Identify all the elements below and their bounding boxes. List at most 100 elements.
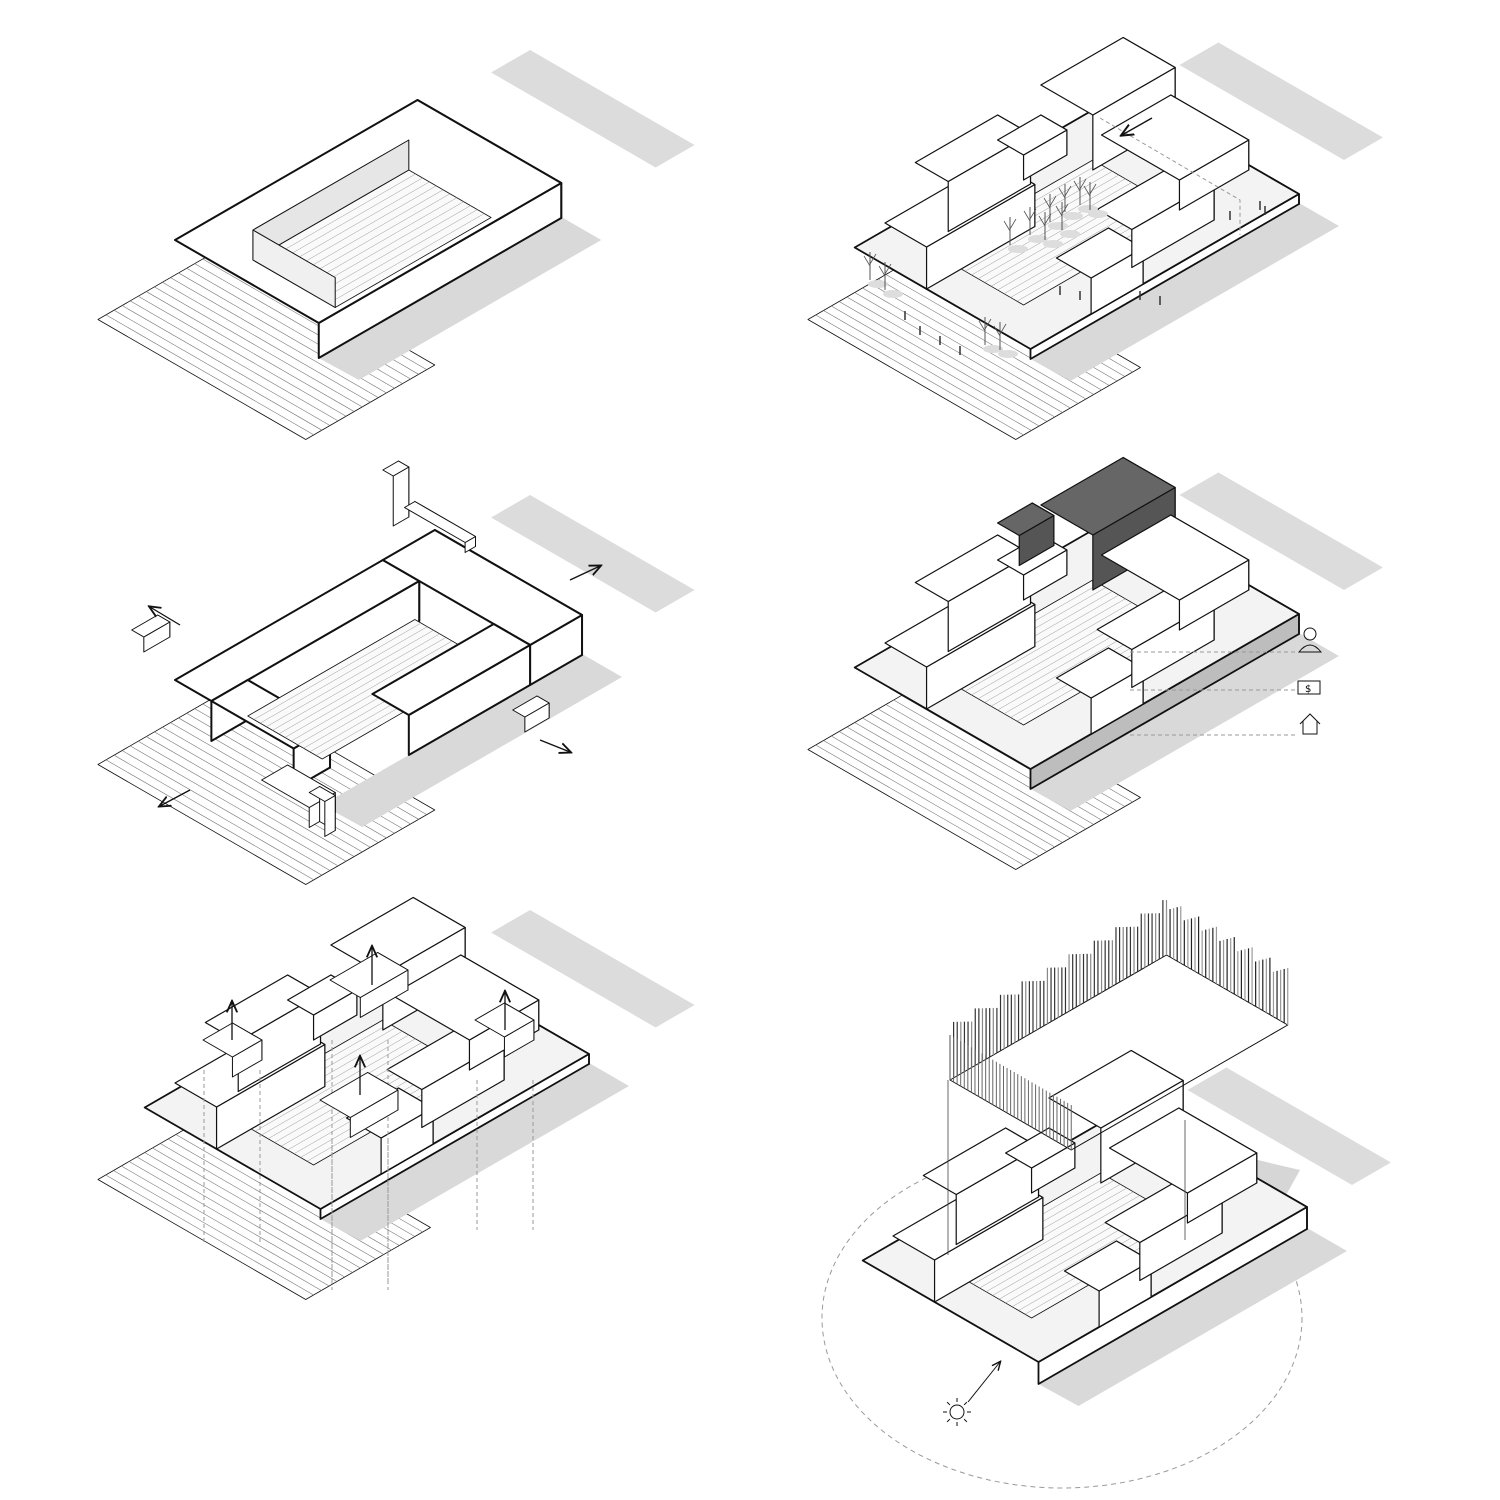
tree-branch	[993, 325, 1001, 337]
block-top-face	[1048, 1049, 1184, 1129]
extracted-block	[512, 695, 550, 733]
tree-shadow	[1048, 222, 1068, 230]
block-top-face	[371, 623, 532, 716]
ground-hatch-line	[862, 287, 1071, 409]
tree-branch	[1003, 220, 1011, 232]
tree-branch	[1023, 210, 1031, 222]
courtyard-hatch-line	[328, 213, 485, 304]
tree-branch	[984, 318, 992, 330]
tree-icon	[1038, 212, 1063, 248]
ground-hatch-line	[146, 736, 355, 857]
block-top-face	[512, 695, 550, 718]
tree-branch	[1038, 215, 1046, 227]
ground-hatch-line	[138, 740, 347, 862]
ground-hatch-line	[160, 1143, 369, 1264]
lifted-block	[319, 1072, 399, 1138]
ground-hatch-line	[846, 726, 1055, 848]
house-shape	[1299, 713, 1321, 735]
tree-branch	[978, 320, 986, 332]
sun-disc	[949, 1404, 965, 1420]
building-block-C	[1004, 1127, 1076, 1194]
block-top-face	[381, 529, 584, 646]
entry-arrow	[1122, 117, 1153, 135]
ground-hatch-line	[113, 309, 323, 431]
road-strip	[491, 910, 695, 1028]
ground-hatch-line	[152, 1147, 361, 1269]
tree-icon	[1023, 207, 1048, 243]
move-arrow	[569, 566, 600, 581]
extracted-block	[382, 460, 410, 527]
building-block-G	[1063, 1240, 1152, 1328]
block-top-face	[1040, 36, 1176, 116]
cast-shadow	[318, 135, 602, 380]
ground-hatch-line	[121, 750, 331, 871]
ground-hatch-line	[136, 1156, 345, 1278]
block-top-face	[1004, 1127, 1076, 1169]
block-top-face	[382, 460, 410, 477]
courtyard-hatch-line	[266, 630, 434, 727]
cast-shadow	[1030, 532, 1339, 811]
courtyard-inner-wall	[252, 229, 336, 308]
block-top-face	[1108, 1107, 1258, 1194]
ground-hatch-line	[121, 1165, 330, 1287]
tree-shadow	[883, 290, 903, 298]
block-top-face	[131, 614, 171, 638]
ground-hatch-line	[130, 300, 339, 422]
courtyard-hatch-line	[979, 1195, 1140, 1289]
courtyard-hatch-line	[272, 633, 440, 731]
tree-branch	[863, 255, 871, 267]
courtyard-hatch-line	[964, 598, 1126, 692]
tree-icon	[878, 262, 903, 298]
building-block-E	[1100, 94, 1250, 211]
panel-massing-block	[97, 50, 695, 440]
road-strip	[491, 495, 695, 613]
road-strip	[491, 50, 695, 168]
extracted-block	[131, 614, 171, 653]
sun-ray	[946, 1401, 951, 1406]
ground-hatch-line	[877, 278, 1087, 400]
tree-shadow	[1088, 210, 1108, 218]
tree-branch	[884, 263, 892, 275]
ground-hatch-line	[113, 1170, 322, 1291]
tree-branch	[1061, 203, 1069, 215]
dark-program-block	[996, 502, 1055, 567]
sun-direction-arrow	[967, 1362, 1000, 1403]
facade-screen	[949, 900, 1289, 1151]
building-block-B	[914, 534, 1032, 653]
tree-icon	[1083, 182, 1108, 218]
cast-shadow	[1038, 1127, 1347, 1406]
ground-hatch-line	[130, 745, 339, 867]
tree-shadow	[983, 345, 1003, 353]
ground-hatch-line	[831, 305, 1040, 427]
money-bill	[1297, 680, 1321, 695]
tree-icon	[863, 252, 888, 288]
courtyard-hatch-line	[278, 637, 447, 735]
block-top-face	[1100, 514, 1250, 601]
block-top-face	[996, 502, 1055, 537]
ground-hatch-line	[105, 759, 314, 881]
tree-icon	[978, 317, 1003, 353]
tree-branch	[1073, 180, 1081, 192]
house-icon	[1299, 713, 1321, 735]
panel-height-variation	[97, 896, 695, 1300]
courtyard-hatch-line	[260, 626, 428, 724]
courtyard-hatch-line	[284, 640, 453, 738]
ground-hatch-line	[854, 292, 1063, 413]
dashed-guide	[1099, 117, 1241, 235]
tree-shadow	[1063, 212, 1083, 220]
ground-hatch-line	[146, 291, 355, 412]
courtyard-hatch-line	[314, 205, 471, 296]
road-strip	[1179, 472, 1383, 590]
lifted-block	[329, 952, 409, 1018]
ground-hatch-line	[877, 708, 1087, 830]
ring-front-bar	[371, 623, 532, 756]
cast-shadow	[1030, 102, 1339, 381]
tree-icon	[1055, 202, 1080, 238]
sun-ray	[963, 1401, 968, 1406]
ground-hatch-line	[831, 735, 1040, 857]
tree-icon	[1058, 184, 1083, 220]
money-icon: $	[1297, 680, 1321, 695]
ring-right-bar	[381, 529, 584, 686]
